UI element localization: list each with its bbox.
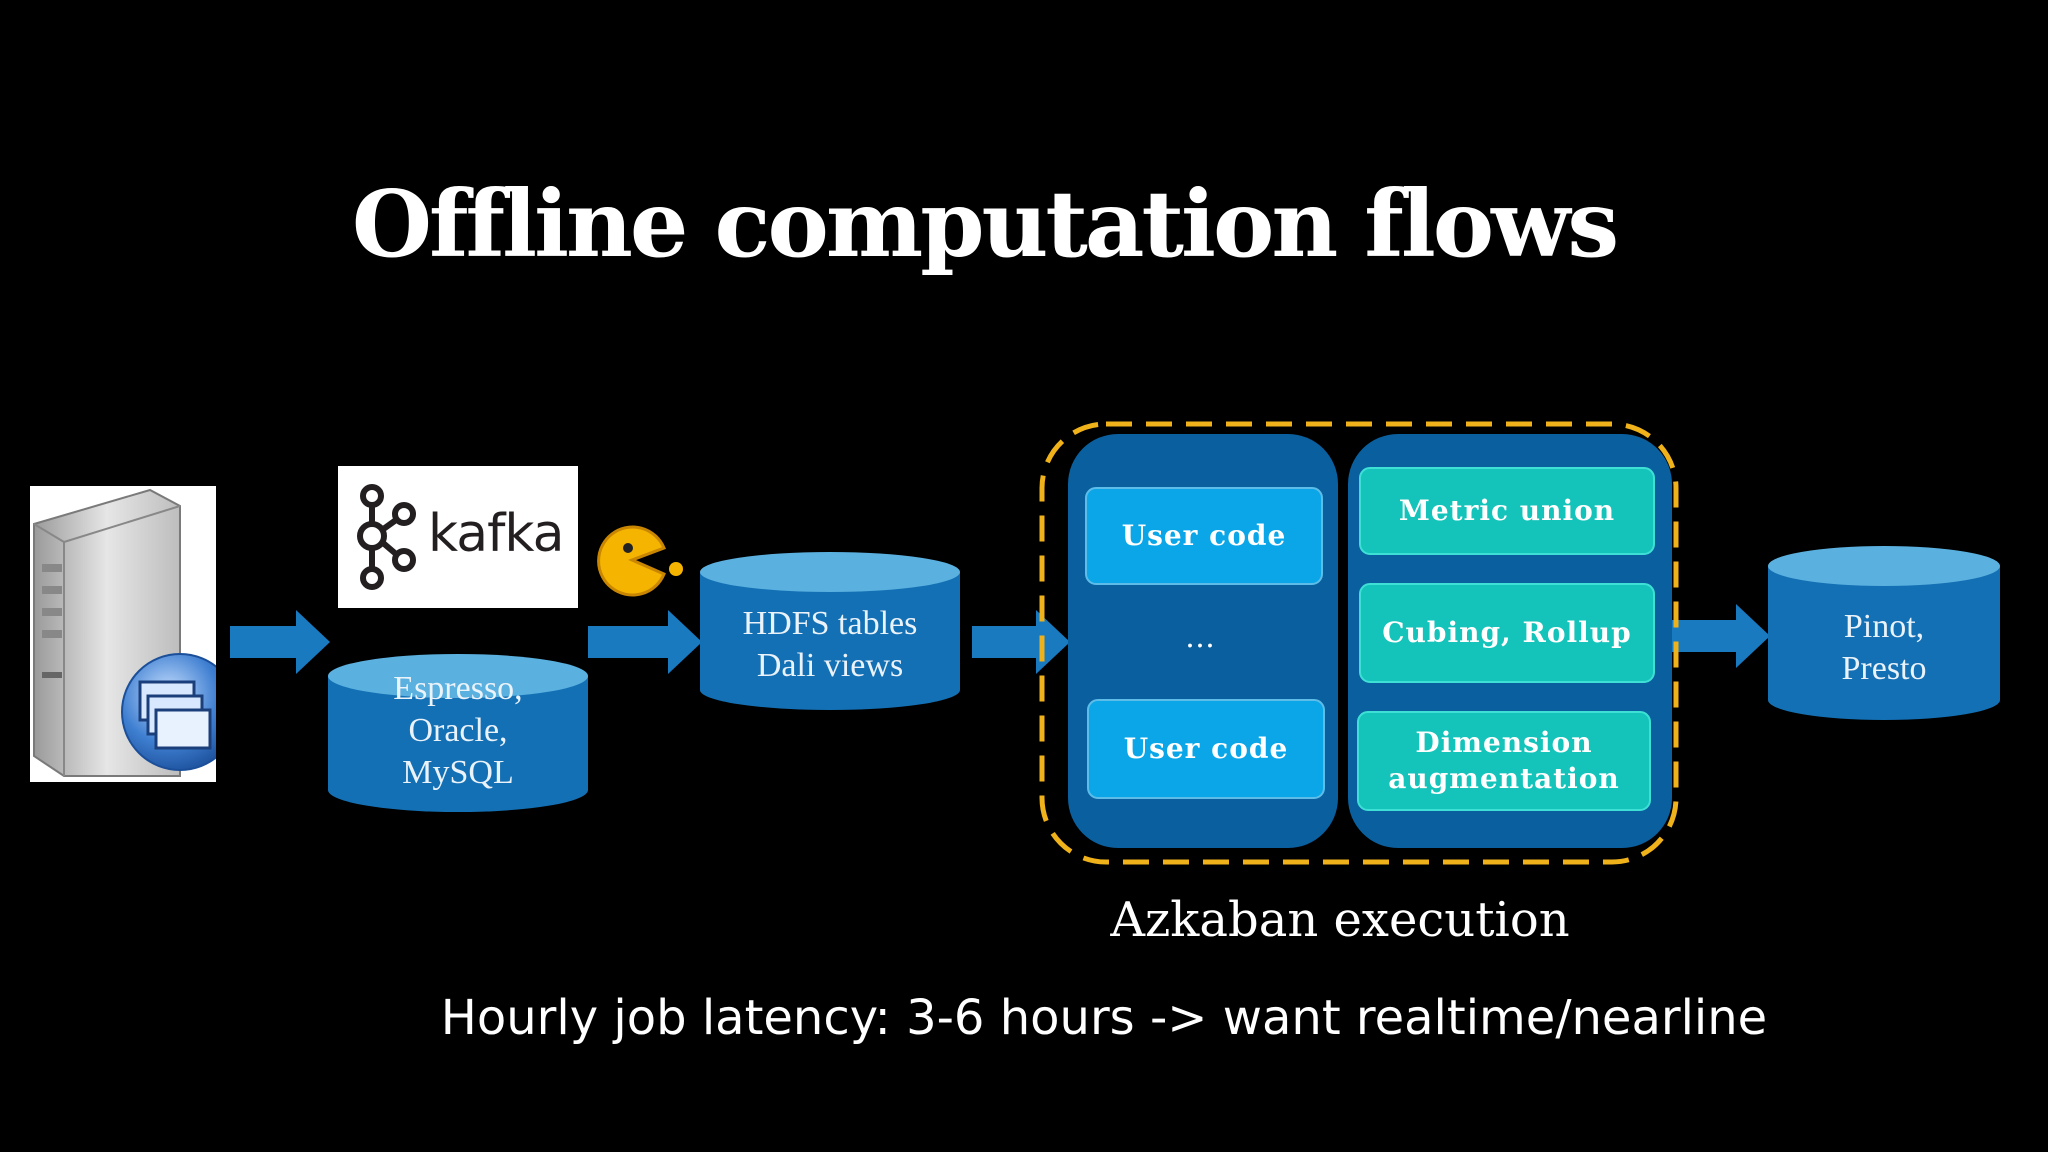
sink-label-line-1: Pinot,	[1843, 608, 1925, 645]
cubing-box	[1359, 583, 1655, 683]
pacman-icon	[597, 525, 683, 597]
arrow-azkaban-to-sink	[1672, 604, 1770, 668]
source-db-label-line-2: Oracle,	[408, 712, 508, 749]
user-code-label-2: User code	[1123, 732, 1289, 765]
hdfs-label: HDFS tables Dali views	[700, 603, 960, 687]
user-code-box-1	[1085, 487, 1323, 585]
azkaban-dashed-border	[1039, 421, 1679, 865]
cubing-label: Cubing, Rollup	[1382, 616, 1632, 649]
sink-label: Pinot, Presto	[1768, 606, 2000, 690]
source-db-label-line-1: Espresso,	[393, 670, 523, 707]
azkaban-caption: Azkaban execution	[1110, 892, 1570, 948]
server-icon	[30, 486, 239, 782]
source-db-label-line-3: MySQL	[402, 754, 514, 791]
metric-union-label: Metric union	[1398, 494, 1616, 527]
ellipsis-label: …	[1185, 620, 1215, 655]
dimension-box	[1357, 711, 1651, 811]
latency-footer: Hourly job latency: 3-6 hours -> want re…	[440, 990, 1768, 1046]
kafka-logo-text: kafka	[428, 504, 564, 564]
sink-cylinder	[1768, 546, 2000, 720]
kafka-logo-icon	[357, 484, 416, 590]
metric-union-box	[1359, 467, 1655, 555]
dimension-label-line-2: augmentation	[1388, 762, 1620, 795]
slide-title: Offline computation flows	[351, 170, 1619, 278]
arrow-source-to-hdfs	[588, 610, 702, 674]
hdfs-label-line-2: Dali views	[756, 647, 904, 684]
source-db-label: Espresso, Oracle, MySQL	[328, 668, 588, 794]
dimension-label-line-1: Dimension	[1415, 726, 1593, 759]
kafka-logo: kafka	[338, 466, 578, 608]
hdfs-label-line-1: HDFS tables	[742, 605, 918, 642]
dimension-label: Dimension augmentation	[1358, 712, 1650, 810]
hdfs-cylinder	[700, 552, 960, 710]
arrow-server-to-source	[230, 610, 330, 674]
sink-label-line-2: Presto	[1841, 650, 1927, 687]
user-code-label-1: User code	[1121, 519, 1287, 552]
arrow-hdfs-to-azkaban	[972, 610, 1070, 674]
user-code-box-2	[1087, 699, 1325, 799]
source-db-cylinder	[328, 654, 588, 812]
